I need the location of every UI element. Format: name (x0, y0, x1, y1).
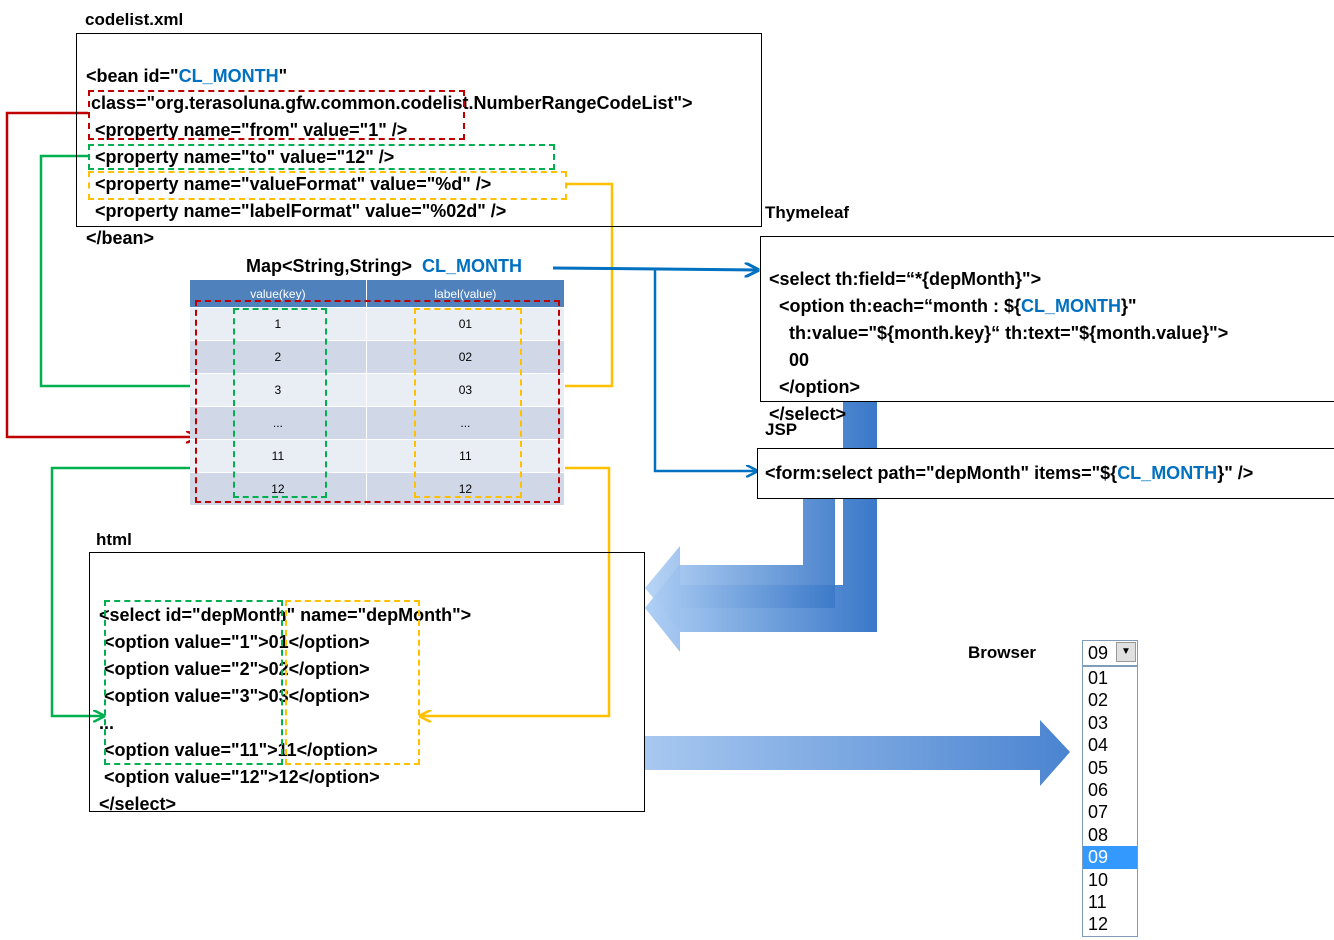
code-line: <bean id="CL_MONTH" (86, 66, 288, 86)
yellow-highlight-values (414, 308, 522, 498)
code-line: <property name="labelFormat" value="%02d… (95, 201, 507, 221)
thymeleaf-box (760, 236, 1334, 402)
month-select[interactable]: 09▼ 01 02 03 04 05 06 07 08 09 10 11 12 (1082, 640, 1138, 937)
html-code: <select id="depMonth" name="depMonth"> <… (99, 605, 472, 814)
option[interactable]: 12 (1088, 914, 1109, 935)
option[interactable]: 02 (1088, 690, 1109, 711)
header-value: label(value) (366, 280, 566, 308)
option[interactable]: 01 (1088, 668, 1109, 688)
big-arrow-html-to-browser (645, 720, 1070, 786)
browser-title: Browser (968, 643, 1037, 662)
code-line: <property name="from" value="1" /> (95, 120, 408, 140)
option[interactable]: 03 (1088, 712, 1109, 733)
thymeleaf-code: <select th:field=“*{depMonth}"> <option … (769, 269, 1229, 424)
html-box (89, 552, 645, 812)
green-connector-2 (50, 466, 233, 716)
option[interactable]: 06 (1088, 779, 1109, 800)
big-arrow-jsp-to-html (645, 497, 835, 630)
option[interactable]: 04 (1088, 735, 1109, 756)
yellow-connector-1 (522, 182, 614, 386)
green-highlight-option-values (104, 600, 283, 765)
blue-connector-thymeleaf (552, 268, 758, 270)
yellow-highlight-labelformat (88, 171, 567, 200)
header-key: value(key) (190, 280, 367, 308)
yellow-connector-2 (420, 466, 611, 716)
blue-connector-jsp (653, 270, 757, 471)
table-row: ...... (190, 406, 566, 440)
jsp-box (757, 448, 1334, 499)
option-list[interactable]: 01 02 03 04 05 06 07 08 09 10 11 12 (1082, 666, 1138, 937)
codelist-title: codelist.xml (85, 10, 184, 29)
red-connector (5, 111, 197, 437)
option[interactable]: 08 (1088, 824, 1109, 845)
red-highlight-from-to (88, 90, 465, 140)
green-highlight-valueformat (88, 144, 555, 170)
option[interactable]: 07 (1088, 802, 1109, 823)
chevron-down-icon[interactable]: ▼ (1116, 642, 1136, 662)
option-selected[interactable]: 09 (1083, 846, 1137, 869)
codelist-code: <bean id="CL_MONTH" class="org.terasolun… (86, 36, 693, 279)
codelist-box (76, 33, 762, 227)
map-title: Map<String,String> CL_MONTH (246, 256, 523, 276)
thymeleaf-title: Thymeleaf (765, 203, 850, 222)
red-highlight-table (195, 300, 560, 503)
green-connector-1 (39, 154, 233, 386)
green-highlight-keys (233, 308, 327, 498)
code-line: class="org.terasoluna.gfw.common.codelis… (86, 93, 693, 113)
code-line: <property name="valueFormat" value="%d" … (95, 174, 492, 194)
jsp-code: <form:select path="depMonth" items="${CL… (765, 463, 1254, 483)
code-line: </bean> (86, 228, 155, 248)
option[interactable]: 05 (1088, 757, 1109, 778)
jsp-title: JSP (765, 420, 798, 439)
yellow-highlight-option-labels (285, 600, 420, 765)
option[interactable]: 11 (1088, 891, 1107, 912)
option[interactable]: 10 (1088, 869, 1109, 890)
select-display[interactable]: 09▼ (1082, 640, 1138, 666)
html-title: html (96, 530, 132, 549)
code-line: <property name="to" value="12" /> (95, 147, 395, 167)
